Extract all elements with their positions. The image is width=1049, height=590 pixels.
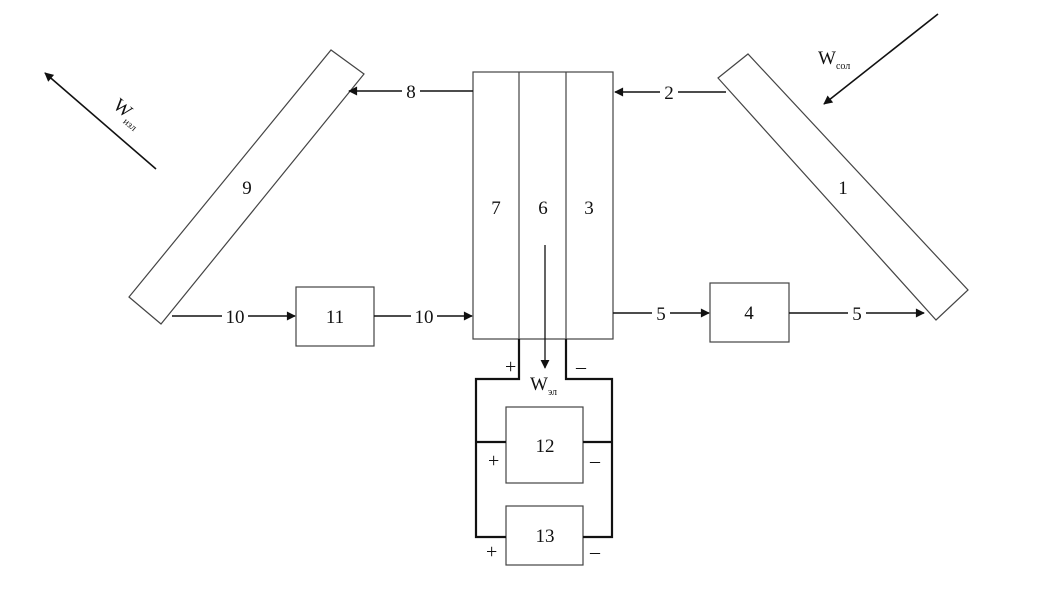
central-block: 7 6 3 (472, 71, 614, 340)
block-3-label: 3 (584, 198, 594, 219)
flow-10-left-label: 10 (226, 307, 245, 328)
flow-2-label: 2 (664, 83, 674, 104)
box13-minus-sign: – (589, 541, 601, 563)
flow-10-right-arrow: 10 (374, 306, 473, 328)
electrical-circuit (474, 339, 614, 539)
w-el-arrow: Wэл (530, 245, 557, 398)
block-7-label: 7 (491, 198, 501, 219)
box-12: 12 (505, 406, 584, 484)
flow-5-right-arrow: 5 (789, 303, 925, 325)
panel-1-label: 1 (838, 178, 848, 199)
box-11-label: 11 (326, 307, 344, 328)
box-4: 4 (709, 282, 790, 343)
flow-8-arrow: 8 (348, 81, 473, 103)
flow-10-left-arrow: 10 (172, 306, 296, 328)
box12-minus-sign: – (589, 450, 601, 472)
box13-plus-sign: + (486, 541, 497, 563)
box-4-label: 4 (744, 303, 754, 324)
box12-plus-sign: + (488, 450, 499, 472)
w-el-label: Wэл (530, 374, 557, 398)
panel-1: 1 (717, 53, 969, 321)
panel-9-label: 9 (242, 178, 252, 199)
flow-10-right-label: 10 (415, 307, 434, 328)
flow-8-label: 8 (406, 82, 416, 103)
w-izl-label: Wизл (107, 95, 147, 134)
block-6-label: 6 (538, 198, 548, 219)
flow-5-left-arrow: 5 (613, 303, 710, 325)
w-sol-arrow: Wсол (818, 13, 939, 105)
panel-9: 9 (128, 49, 365, 325)
flow-2-arrow: 2 (614, 82, 726, 104)
box-13: 13 (505, 505, 584, 566)
block-minus-sign: – (575, 356, 587, 378)
box-11: 11 (295, 286, 375, 347)
flow-5-left-label: 5 (656, 304, 666, 325)
block-plus-sign: + (505, 356, 516, 378)
box-12-label: 12 (536, 436, 555, 457)
box-13-label: 13 (536, 526, 555, 547)
w-izl-arrow: Wизл (44, 72, 157, 170)
flow-5-right-label: 5 (852, 304, 862, 325)
w-sol-label: Wсол (818, 48, 850, 72)
